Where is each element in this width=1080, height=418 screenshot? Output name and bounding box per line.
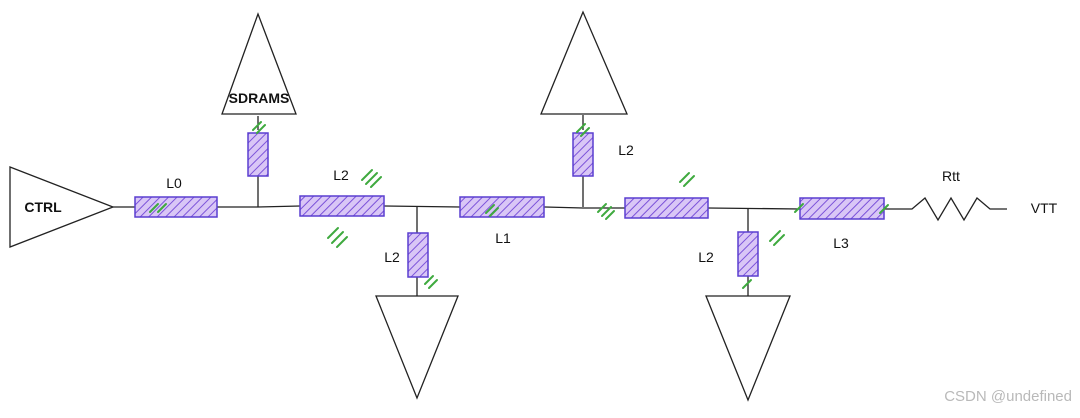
segment-l2-bus-b — [624, 197, 709, 219]
label-vtt: VTT — [1031, 200, 1058, 216]
label-l2-up-stub: L2 — [618, 142, 634, 158]
marker — [679, 172, 695, 187]
label-rtt: Rtt — [942, 168, 960, 184]
marker — [485, 204, 499, 217]
watermark: CSDN @undefined — [944, 388, 1072, 405]
marker — [361, 169, 382, 188]
marker — [252, 121, 266, 134]
label-l2-bus-a: L2 — [333, 167, 349, 183]
dram-triangle-top-right — [540, 10, 628, 115]
marker — [424, 275, 438, 289]
marker — [742, 279, 752, 289]
label-l2-down-stub-1: L2 — [384, 249, 400, 265]
marker — [794, 203, 889, 214]
segment-l3 — [799, 197, 885, 220]
segment-l2-up-stub — [572, 132, 594, 177]
marker — [597, 203, 615, 220]
label-l2-down-stub-2: L2 — [698, 249, 714, 265]
label-l0: L0 — [166, 175, 182, 191]
sdram-label: SDRAMS — [229, 90, 290, 106]
segment-l0 — [134, 196, 218, 218]
marker — [327, 227, 348, 248]
segment-l2-down-stub-1 — [407, 232, 429, 278]
dram-triangle-bottom-left — [375, 295, 459, 400]
green-markers — [149, 121, 889, 289]
label-l1: L1 — [495, 230, 511, 246]
segment-l2-sdram-stub — [247, 132, 269, 177]
ctrl-label: CTRL — [24, 199, 62, 215]
marker — [576, 123, 590, 137]
bus-wires — [113, 115, 1007, 296]
label-l3: L3 — [833, 235, 849, 251]
segment-l1 — [459, 196, 545, 218]
ctrl-driver-triangle — [9, 166, 115, 248]
sdram-triangle-top — [221, 12, 297, 115]
dram-triangle-bottom-right — [705, 295, 791, 402]
marker — [149, 203, 167, 213]
marker — [769, 230, 785, 246]
segment-l2-down-stub-2 — [737, 231, 759, 277]
resistor-rtt — [885, 196, 1007, 222]
segment-l2-bus-a — [299, 195, 385, 217]
main-bus — [113, 205, 885, 210]
